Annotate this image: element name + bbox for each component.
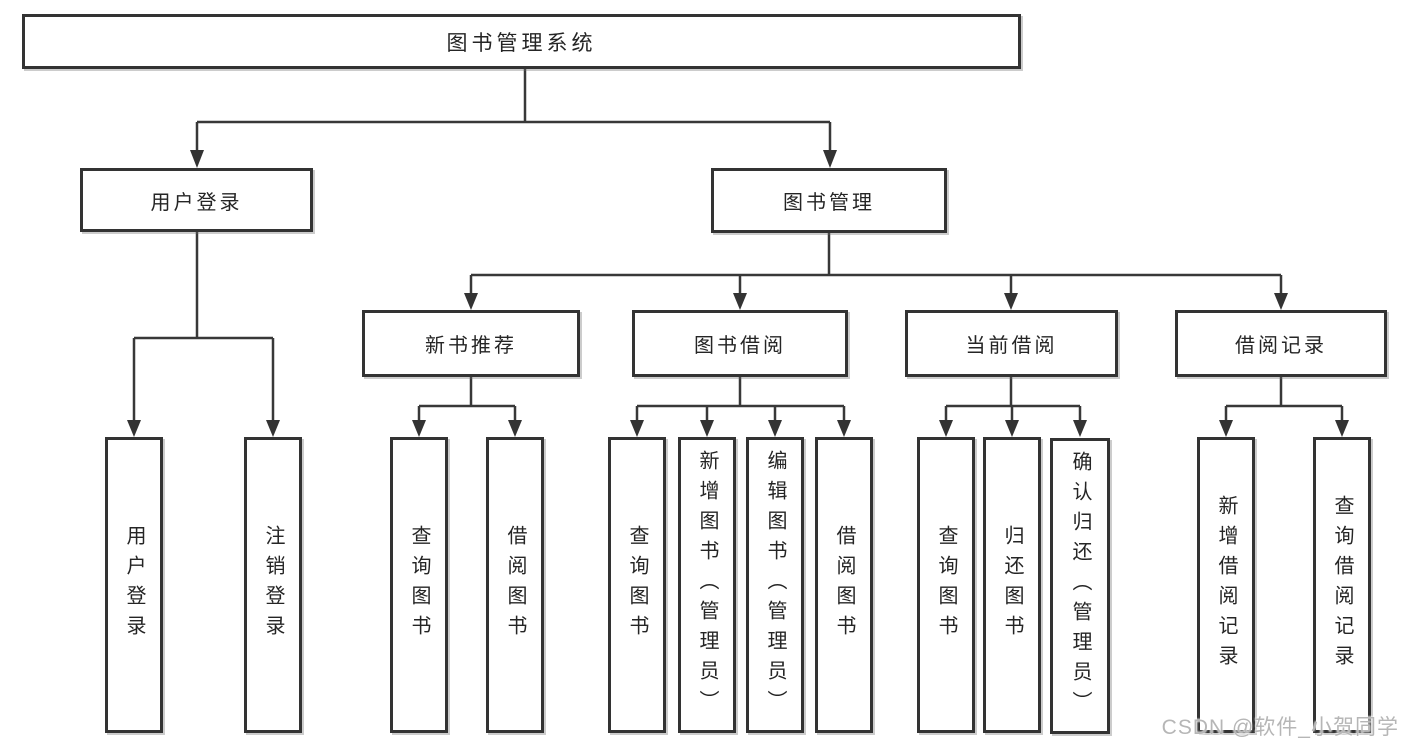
node-book-management: 图书管理: [711, 168, 947, 233]
node-library-system: 图书管理系统: [22, 14, 1021, 69]
leaf-query-books-recommend: 查询图书: [390, 437, 448, 733]
leaf-return-book: 归还图书: [983, 437, 1041, 733]
leaf-query-books-current: 查询图书: [917, 437, 975, 733]
leaf-add-borrow-record: 新增借阅记录: [1197, 437, 1255, 733]
leaf-query-books-borrow: 查询图书: [608, 437, 666, 733]
csdn-watermark: CSDN @软件_小贺同学: [1161, 716, 1399, 739]
leaf-logout: 注销登录: [244, 437, 302, 733]
node-user-login: 用户登录: [80, 168, 313, 232]
leaf-edit-book-admin: 编辑图书（管理员）: [746, 437, 804, 733]
node-borrow-records: 借阅记录: [1175, 310, 1387, 377]
leaf-query-borrow-record: 查询借阅记录: [1313, 437, 1371, 733]
node-new-book-recommend: 新书推荐: [362, 310, 580, 377]
node-book-borrow: 图书借阅: [632, 310, 848, 377]
leaf-user-login: 用户登录: [105, 437, 163, 733]
node-current-borrow: 当前借阅: [905, 310, 1118, 377]
leaf-add-book-admin: 新增图书（管理员）: [678, 437, 736, 733]
leaf-borrow-books: 借阅图书: [815, 437, 873, 733]
leaf-borrow-books-recommend: 借阅图书: [486, 437, 544, 733]
leaf-confirm-return-admin: 确认归还（管理员）: [1050, 438, 1110, 734]
